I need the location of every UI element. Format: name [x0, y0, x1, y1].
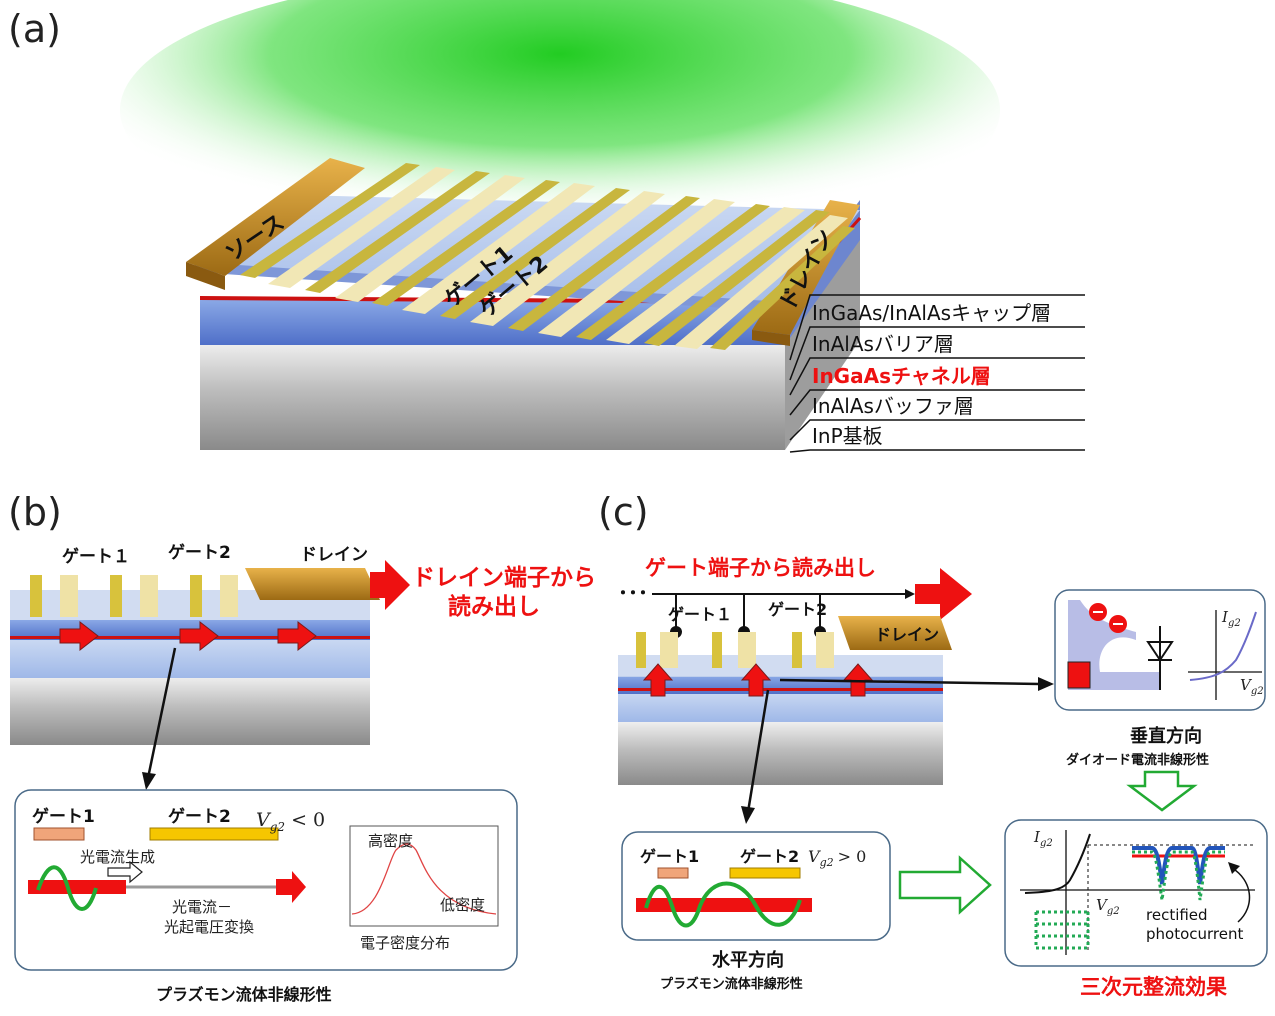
readout-line1-b: ドレイン端子から	[412, 565, 596, 591]
gate1-label-b: ゲート１	[62, 546, 130, 567]
light-glow	[120, 0, 1000, 250]
rectified-curve	[1132, 846, 1225, 885]
iv-curve-diode	[1189, 611, 1257, 681]
inset-gate2-b: ゲート2	[168, 806, 231, 827]
rectified-line1: rectified	[1146, 906, 1208, 924]
right-arrow-green	[898, 855, 992, 915]
drift-arrows-b	[59, 620, 317, 652]
layer-cap: InGaAs/InAlAsキャップ層	[812, 301, 1051, 325]
density-curve	[351, 843, 497, 915]
hbox-gate1: ゲート1	[640, 847, 699, 866]
panel-a: (a)	[8, 0, 1085, 453]
readout-line2-b: 読み出し	[448, 593, 540, 620]
result-y-sub: g2	[1040, 838, 1053, 849]
plasma-wave-b	[36, 865, 98, 911]
readout-c: ゲート端子から読み出し	[645, 556, 876, 580]
layer-channel: InGaAsチャネル層	[812, 364, 991, 388]
gate-fingers-a	[240, 163, 855, 350]
panel-a-label: (a)	[8, 7, 61, 51]
rectified-line2: photocurrent	[1146, 925, 1243, 943]
output-arrow-b	[276, 871, 306, 903]
plasma-wave-c	[644, 881, 802, 928]
gate-fingers-c	[636, 632, 834, 668]
panel-c-label: (c)	[598, 490, 649, 534]
drain-electrode-c	[838, 616, 952, 650]
hbox-gate2: ゲート2	[740, 847, 799, 866]
result-y-sym: I	[1033, 828, 1041, 846]
drain-electrode-b	[245, 568, 380, 600]
panel-b-label: (b)	[8, 490, 62, 534]
readout-arrow-b	[370, 560, 410, 610]
result-x-sym: V	[1096, 896, 1109, 914]
inset-vg-sub-b: g2	[270, 820, 285, 834]
drain-label-b: ドレイン	[300, 545, 368, 565]
diode-x-sub: g2	[1251, 686, 1264, 697]
drain-label-c: ドレイン	[875, 625, 939, 644]
conv-line1-b: 光電流－	[172, 898, 232, 916]
high-density: 高密度	[368, 832, 413, 850]
hbox-vg-sub: g2	[820, 856, 834, 869]
conv-line2-b: 光起電圧変換	[164, 918, 254, 936]
result-x-sub: g2	[1107, 906, 1120, 917]
low-density: 低密度	[440, 896, 485, 914]
result-title: 三次元整流効果	[1080, 975, 1227, 999]
inset-vg-symbol-b: V	[256, 809, 272, 831]
density-dist: 電子密度分布	[360, 934, 450, 952]
green-staircase	[1034, 910, 1090, 950]
svg-text:Ig2: Ig2	[1221, 608, 1241, 629]
svg-text:Vg2: Vg2	[1240, 676, 1264, 697]
vertical-subtitle: ダイオード電流非線形性	[1066, 752, 1209, 768]
diode-y-sym: I	[1221, 608, 1229, 626]
layer-substrate: InP基板	[812, 424, 883, 448]
svg-text:Vg2> 0: Vg2 > 0	[808, 847, 866, 869]
layer-legend: InGaAs/InAlAsキャップ層 InAlAsバリア層 InGaAsチャネル…	[789, 294, 1085, 453]
gate-fingers-b	[30, 575, 238, 617]
hbox-vg-sym: V	[808, 847, 821, 866]
svg-text:Vg2< 0: Vg2 < 0	[256, 809, 325, 834]
source-electrode	[186, 158, 365, 276]
horizontal-title: 水平方向	[712, 949, 784, 971]
vertical-title: 垂直方向	[1130, 725, 1202, 747]
diode-symbol	[1146, 626, 1174, 690]
vertical-arrows-c	[642, 663, 874, 697]
gate2-label-c: ゲート2	[768, 600, 827, 619]
panel-b: (b) ゲート１ ゲート2 ドレイン ドレイン端子から 読み出し	[8, 490, 596, 1004]
diode-x-sym: V	[1240, 676, 1253, 694]
layer-buffer: InAlAsバッファ層	[812, 394, 974, 418]
gate2-label-b: ゲート2	[168, 542, 231, 563]
readout-arrow-c	[915, 568, 972, 620]
inset-gate1-b: ゲート1	[32, 806, 95, 827]
inp-substrate	[200, 340, 785, 450]
caption-b: プラズモン流体非線形性	[156, 985, 332, 1004]
horizontal-subtitle: プラズモン流体非線形性	[660, 976, 803, 992]
gate1-label-c: ゲート１	[668, 605, 732, 624]
inset-vg-cond-b: < 0	[291, 809, 325, 831]
dots-c: ･･･	[618, 581, 648, 605]
panel-c: (c) ゲート端子から読み出し ･･･ ゲート１ ゲート2 ドレイン	[598, 490, 1268, 999]
layer-barrier: InAlAsバリア層	[812, 332, 954, 356]
down-arrow-green	[1126, 770, 1198, 812]
svg-text:Vg2: Vg2	[1096, 896, 1120, 917]
hbox-vg-cond: > 0	[838, 847, 867, 866]
photocurrent-gen-b: 光電流生成	[80, 848, 155, 866]
svg-text:Ig2: Ig2	[1033, 828, 1053, 849]
diode-y-sub: g2	[1228, 618, 1241, 629]
horizontal-box	[621, 831, 891, 941]
